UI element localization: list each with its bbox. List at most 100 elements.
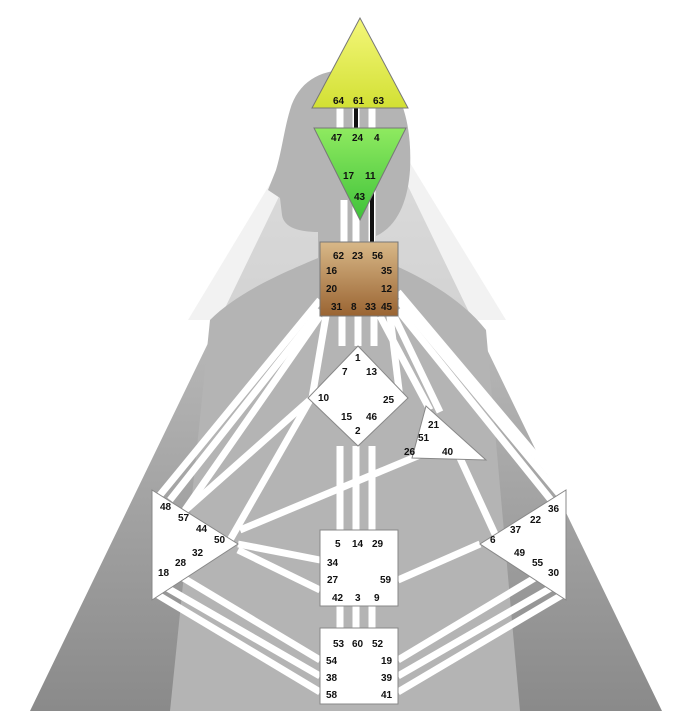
g-center-gates: 1 7 13 10 25 15 46 2 [318,353,395,437]
gate-label: 6 [490,535,496,546]
sacral-gates: 5 14 29 34 27 59 42 3 9 [327,539,392,604]
channel-line [390,314,444,414]
solar-plexus-center[interactable] [479,489,567,601]
throat-gates: 62 23 56 16 35 20 12 31 8 33 45 [326,251,393,313]
throat-center[interactable] [319,241,399,317]
gate-label: 47 [331,133,343,144]
gate-label: 44 [196,524,208,535]
gate-label: 9 [374,593,380,604]
gate-label: 61 [353,96,365,107]
gate-label: 40 [442,447,454,458]
gate-label: 13 [366,367,378,378]
gate-label: 24 [352,133,364,144]
gate-label: 1 [355,353,361,364]
gate-label: 28 [175,558,187,569]
gate-label: 31 [331,302,343,313]
gate-label: 64 [333,96,345,107]
gate-label: 54 [326,656,338,667]
gate-label: 45 [381,302,393,313]
gate-label: 38 [326,673,338,684]
gate-label: 14 [352,539,364,550]
channels [156,108,568,696]
gate-label: 46 [366,412,378,423]
ajna-gates: 47 24 4 17 11 43 [331,133,380,203]
gate-label: 57 [178,513,190,524]
gate-label: 56 [372,251,384,262]
channel-line [395,289,568,493]
gate-label: 35 [381,266,393,277]
gate-label: 48 [160,502,172,513]
gate-label: 2 [355,426,361,437]
gate-label: 21 [428,420,440,431]
channel-line [156,591,322,696]
gate-label: 50 [214,535,226,546]
spleen-gates: 48 57 44 50 32 28 18 [158,502,226,579]
gate-label: 3 [355,593,361,604]
gate-label: 62 [333,251,345,262]
gate-label: 27 [327,575,339,586]
ajna-center[interactable] [313,127,407,222]
gate-label: 18 [158,568,170,579]
gate-label: 41 [381,690,393,701]
channel-line [168,566,322,664]
gate-label: 23 [352,251,364,262]
gate-label: 32 [192,548,204,559]
root-center[interactable] [319,627,399,705]
channel-line [160,581,322,680]
channel-line [177,395,315,518]
g-center[interactable] [307,345,409,447]
head-center[interactable] [311,16,409,109]
heart-center[interactable] [411,405,488,461]
gate-label: 30 [548,568,560,579]
gate-label: 22 [530,515,542,526]
gate-label: 33 [365,302,377,313]
gate-label: 17 [343,171,355,182]
channel-line [395,297,563,498]
gate-label: 51 [418,433,430,444]
gate-label: 8 [351,302,357,313]
channel-line [396,566,550,664]
channel-line [396,581,558,680]
gate-label: 29 [372,539,384,550]
gate-label: 39 [381,673,393,684]
channel-line [456,456,504,547]
gate-label: 15 [341,412,353,423]
gate-label: 37 [510,525,522,536]
gate-label: 10 [318,393,330,404]
sacral-center[interactable] [319,529,399,607]
gate-label: 60 [352,639,364,650]
channel-line [236,546,322,594]
gate-label: 7 [342,367,348,378]
heart-gates: 21 51 26 40 [404,420,454,458]
gate-label: 20 [326,284,338,295]
gate-label: 34 [327,558,339,569]
gate-label: 11 [365,171,376,182]
channel-line [396,591,564,696]
channel-line [167,307,323,503]
channel-line [308,315,330,399]
channel-line [182,314,323,512]
gate-label: 55 [532,558,544,569]
channel-line [396,540,482,584]
gate-label: 58 [326,690,338,701]
channel-line [237,540,321,564]
channel-line [157,297,323,498]
gate-label: 5 [335,539,341,550]
root-gates: 53 60 52 54 19 38 39 58 41 [326,639,393,701]
spleen-center[interactable] [151,489,239,601]
gate-label: 4 [374,133,380,144]
gate-label: 19 [381,656,393,667]
channel-line [238,451,422,534]
gate-label: 12 [381,284,393,295]
gate-label: 52 [372,639,384,650]
gate-label: 59 [380,575,392,586]
gate-label: 53 [333,639,345,650]
channel-line [376,314,434,412]
gate-label: 36 [548,504,560,515]
solar-plexus-gates: 36 22 37 6 49 55 30 [490,504,560,579]
active-channels [354,108,374,242]
gate-label: 49 [514,548,526,559]
gate-label: 63 [373,96,385,107]
